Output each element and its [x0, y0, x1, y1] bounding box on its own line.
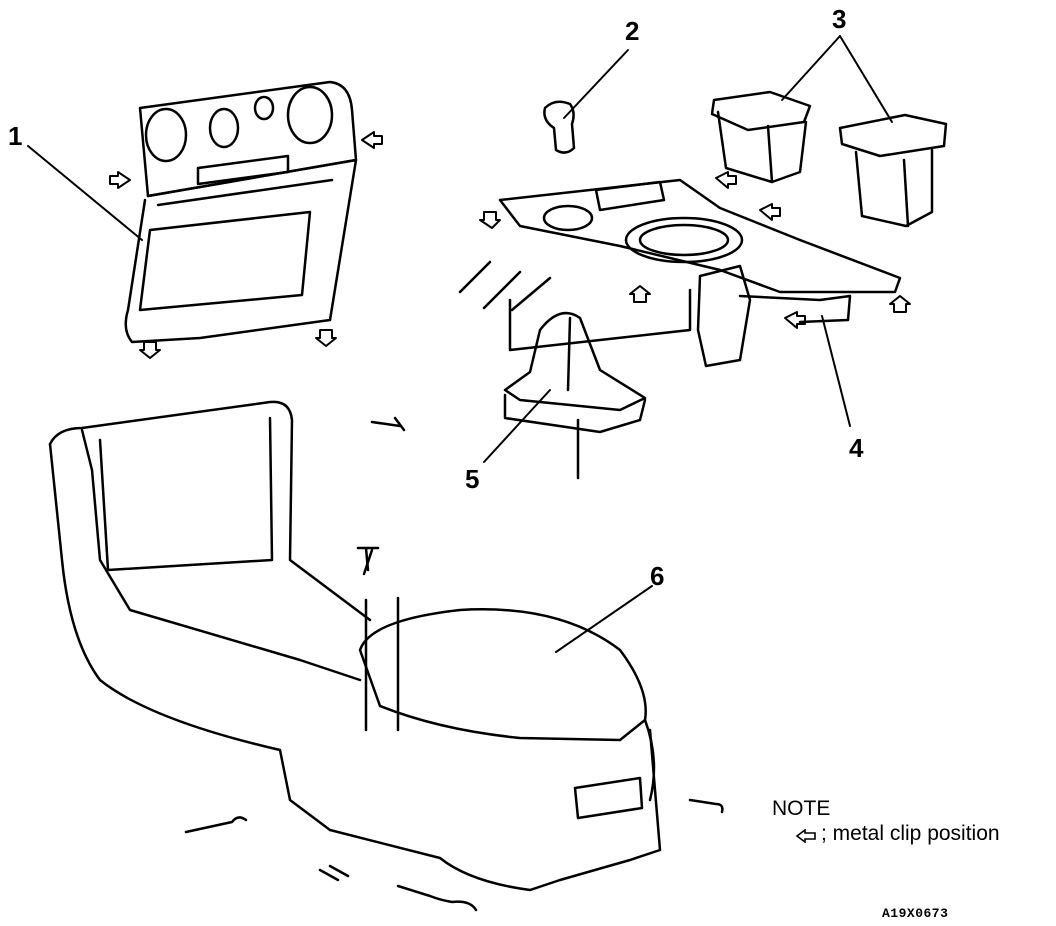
callout-3: 3 [832, 4, 847, 34]
note-legend: ; metal clip position [795, 822, 1000, 846]
callout-6: 6 [650, 561, 665, 591]
note-title: NOTE [772, 797, 831, 820]
callout-4: 4 [849, 433, 864, 463]
part-5-shift-boot [503, 311, 647, 480]
callout-2: 2 [625, 16, 640, 46]
part-1-cluster-bezel [124, 80, 358, 344]
clip-arrows [109, 131, 911, 359]
callout-1: 1 [8, 121, 23, 151]
reference-code: A19X0673 [882, 906, 949, 921]
fasteners [184, 260, 724, 912]
part-2-shift-knob [543, 100, 576, 154]
leader-lines [27, 35, 893, 653]
callout-5: 5 [465, 464, 480, 494]
clip-arrow-icon [795, 828, 816, 844]
part-6-console-box [48, 400, 662, 892]
part-4-console-panel [498, 178, 902, 368]
note-text: ; metal clip position [821, 822, 1000, 845]
part-3-inserts [710, 90, 948, 228]
